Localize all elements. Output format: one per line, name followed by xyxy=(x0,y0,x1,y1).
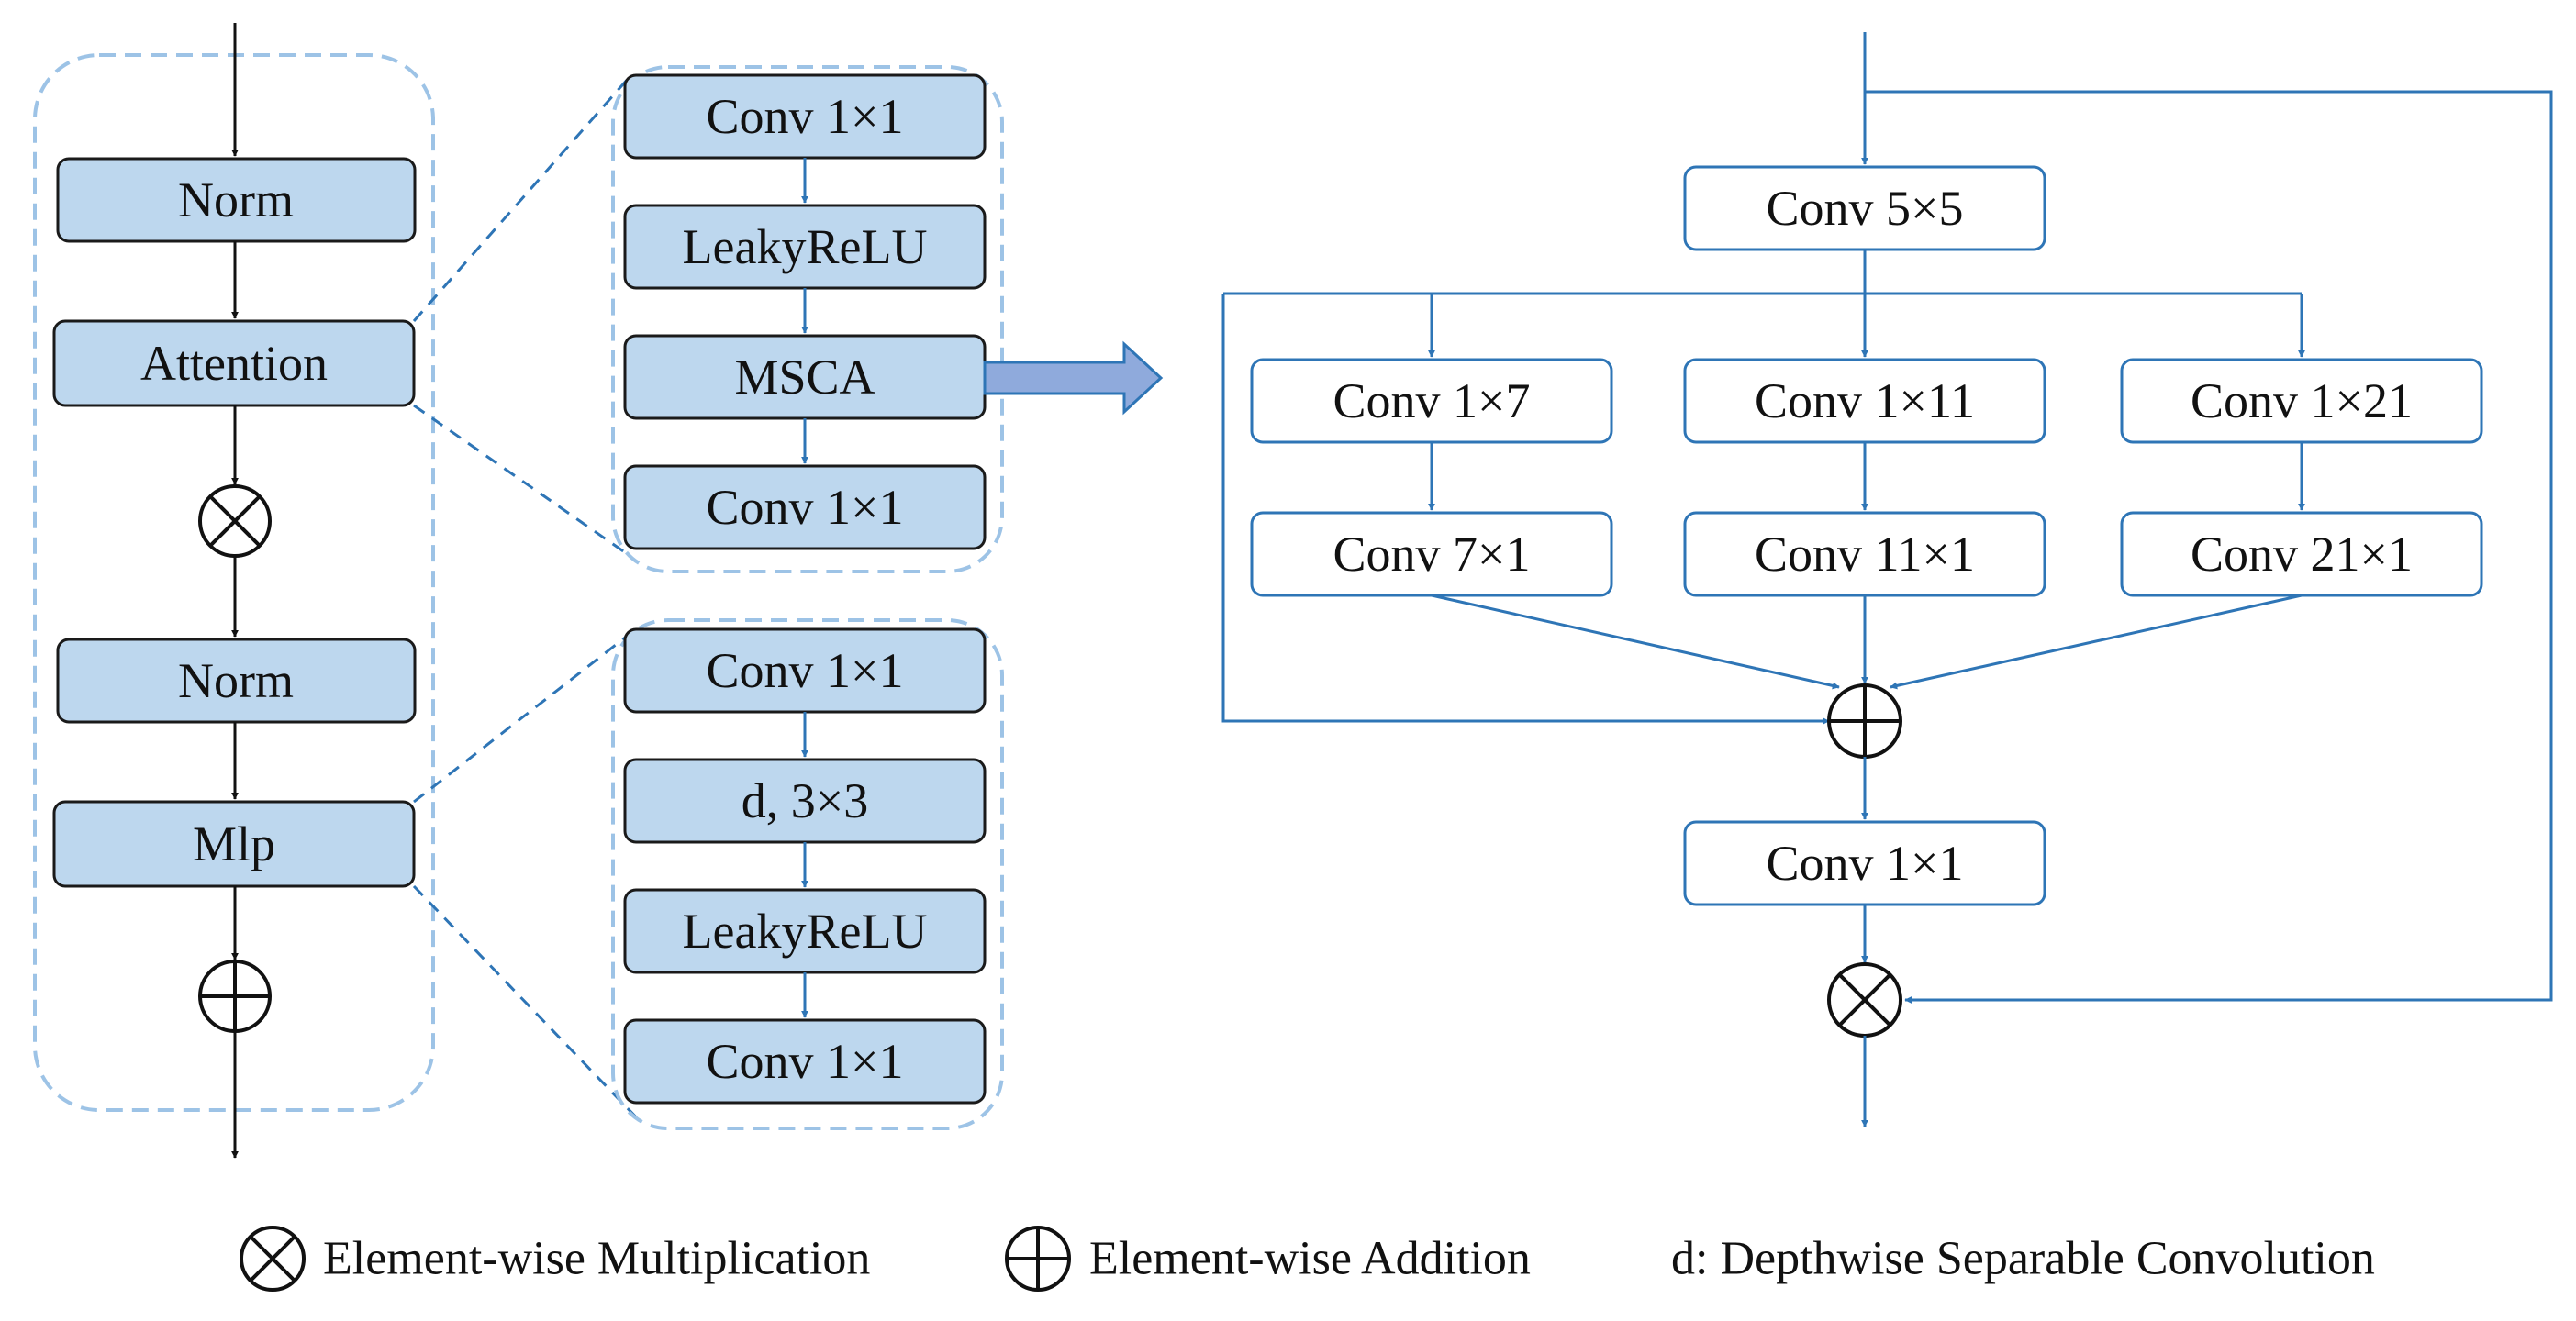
msca-structure: Conv 5×5 Conv 1×7 Conv 7×1 Conv 1×11 Con… xyxy=(1221,32,2553,1127)
identity-branch-line xyxy=(1221,294,1830,725)
msca-skip-connection xyxy=(1865,90,2553,1004)
block-structure: Norm Attention Norm Mlp xyxy=(33,23,435,1159)
dwconv-label: d, 3×3 xyxy=(742,773,868,828)
attention-detail: Conv 1×1 LeakyReLU MSCA Conv 1×1 xyxy=(611,65,1164,573)
branch-3-conv-b-label: Conv 21×1 xyxy=(2191,527,2413,582)
attention-act-label: LeakyReLU xyxy=(683,219,928,274)
attention-detail-container xyxy=(611,65,1004,573)
mlp-conv-top-label: Conv 1×1 xyxy=(707,643,904,698)
msca-multiply-op-icon xyxy=(1827,962,1902,1038)
conv-5x5-label: Conv 5×5 xyxy=(1767,181,1964,236)
mlp-zoom-line-bottom xyxy=(412,884,644,1126)
conv-out-label: Conv 1×1 xyxy=(1767,836,1964,891)
mlp-zoom-line-top xyxy=(413,633,630,804)
attention-conv-bottom-label: Conv 1×1 xyxy=(707,480,904,535)
add-op-icon xyxy=(198,960,272,1033)
mlp-conv-bottom-label: Conv 1×1 xyxy=(707,1034,904,1089)
mlp-label: Mlp xyxy=(193,816,275,871)
attention-conv-bottom-box[interactable] xyxy=(623,464,987,550)
attention-label: Attention xyxy=(140,336,328,391)
msca-expand-arrow-icon xyxy=(983,340,1164,416)
legend-multiplication-text: Element-wise Multiplication xyxy=(323,1233,870,1285)
legend-addition-text: Element-wise Addition xyxy=(1089,1233,1531,1285)
attention-zoom-line-bottom xyxy=(413,404,630,557)
msca-label: MSCA xyxy=(734,350,875,405)
mlp-act-label: LeakyReLU xyxy=(683,904,928,959)
msca-add-op-icon xyxy=(1827,683,1902,759)
branch-3-conv-a-label: Conv 1×21 xyxy=(2191,373,2413,428)
attention-conv-top-label: Conv 1×1 xyxy=(707,89,904,144)
attention-zoom-line-top xyxy=(412,77,630,322)
branch-3-merge-arrow xyxy=(1890,594,2303,690)
legend-multiply-icon xyxy=(240,1226,306,1292)
norm-2-label: Norm xyxy=(178,653,294,708)
mlp-conv-bottom-box[interactable] xyxy=(623,1018,987,1105)
branch-1-conv-b-label: Conv 7×1 xyxy=(1333,527,1531,582)
legend-add-icon xyxy=(1005,1226,1071,1292)
legend: Element-wise Multiplication Element-wise… xyxy=(240,1226,2375,1292)
mlp-detail-container xyxy=(611,618,1004,1130)
zoom-connectors xyxy=(412,77,644,1126)
branch-1-conv-a-label: Conv 1×7 xyxy=(1333,373,1531,428)
legend-depthwise-text: d: Depthwise Separable Convolution xyxy=(1671,1233,2375,1285)
norm-1-label: Norm xyxy=(178,172,294,228)
branch-2-conv-a-label: Conv 1×11 xyxy=(1755,373,1975,428)
branch-2-conv-b-label: Conv 11×1 xyxy=(1755,527,1975,582)
multiply-op-icon xyxy=(198,484,272,558)
branch-1-merge-arrow xyxy=(1431,594,1840,690)
mlp-detail: Conv 1×1 d, 3×3 LeakyReLU Conv 1×1 xyxy=(611,618,1004,1130)
